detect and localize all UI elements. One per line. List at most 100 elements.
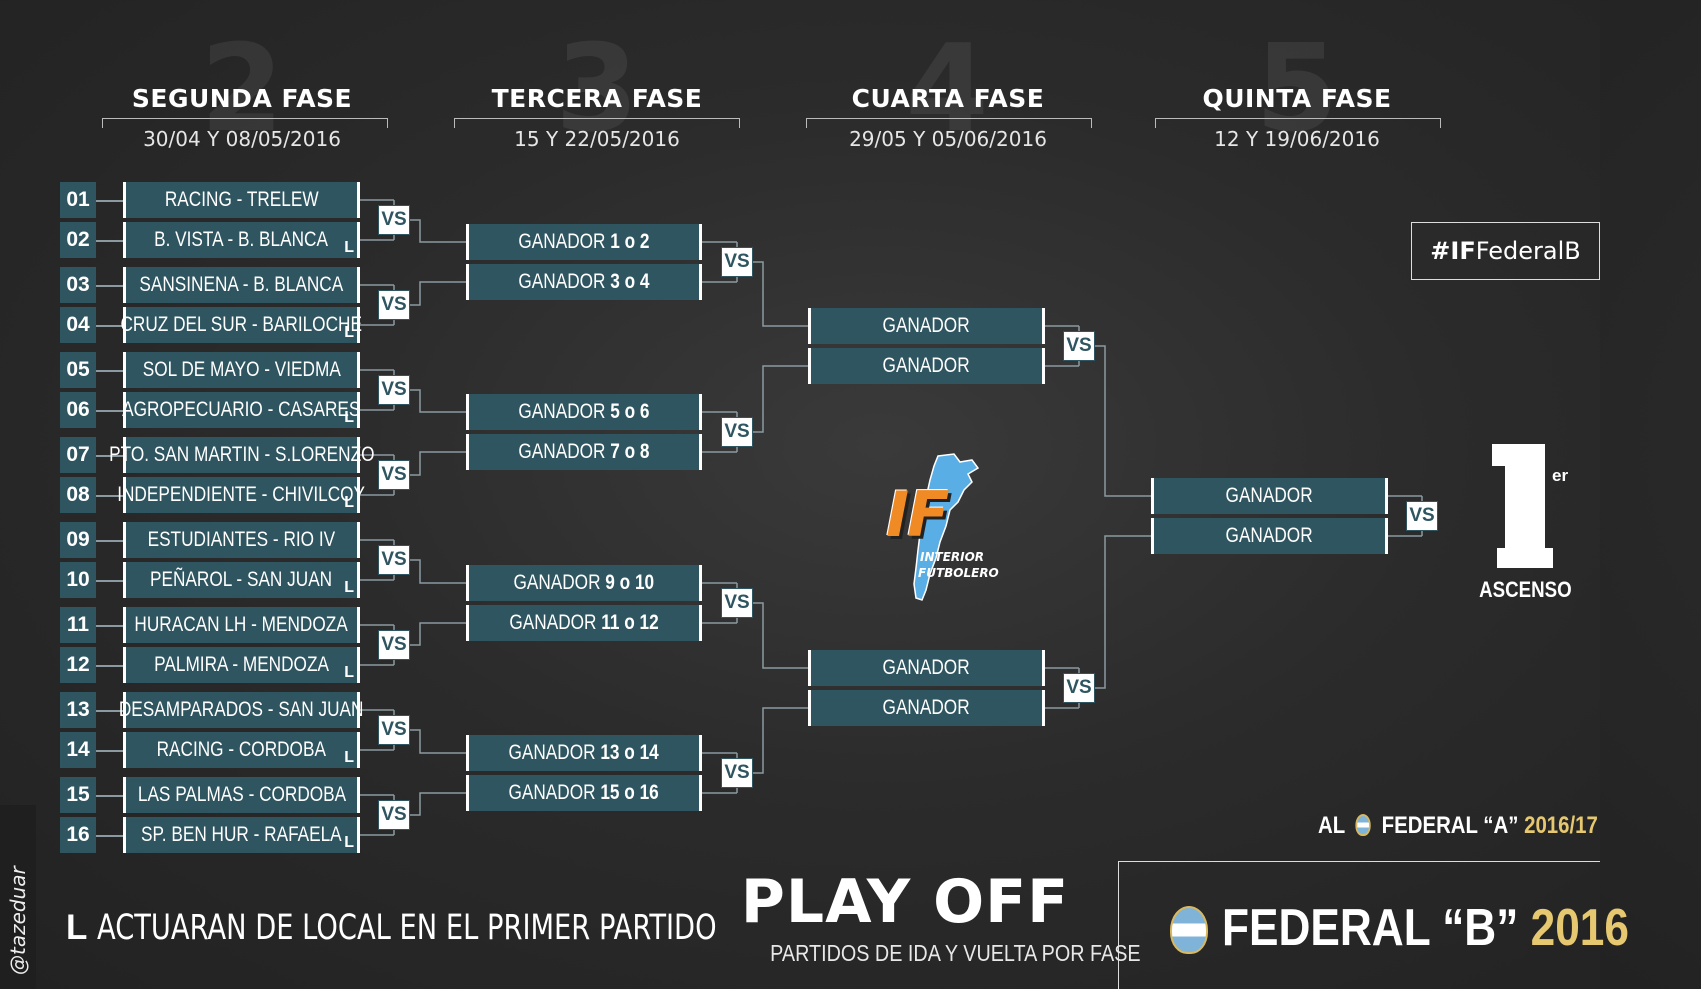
match-number: 07 — [60, 437, 96, 473]
match-box: GANADOR 11 o 12 — [466, 605, 702, 641]
match-number: 09 — [60, 522, 96, 558]
number-connector — [96, 795, 126, 797]
phase-number: 2 — [200, 20, 284, 159]
vs-marker: VS — [1063, 331, 1095, 361]
local-marker: L — [344, 664, 354, 681]
phase-number: 5 — [1255, 20, 1339, 159]
number-connector — [96, 625, 126, 627]
al-label: AL — [1318, 812, 1345, 839]
logo-text-line2: FUTBOLERO — [918, 566, 999, 580]
winner-a: 7 — [610, 440, 620, 463]
winner-b: 16 — [639, 781, 660, 804]
phase-title: QUINTA FASE — [1202, 84, 1392, 113]
winner-a: 1 — [610, 230, 620, 253]
winner-label: GANADOR — [1225, 484, 1314, 507]
winner-b: 8 — [639, 440, 650, 463]
vs-marker: VS — [378, 545, 410, 575]
vs-marker: VS — [378, 205, 410, 235]
number-connector — [96, 285, 126, 287]
winner-label: GANADOR — [882, 696, 971, 719]
match-box: GANADOR — [808, 308, 1045, 344]
winner-b: 4 — [639, 270, 650, 293]
phase-divider — [1155, 118, 1441, 128]
match-teams: SOL DE MAYO - VIEDMA — [142, 358, 341, 381]
match-number: 12 — [60, 647, 96, 683]
winner-or: o — [619, 230, 640, 253]
match-number: 04 — [60, 307, 96, 343]
vs-marker: VS — [721, 588, 753, 618]
winner-label: GANADOR 15 o 16 — [508, 781, 660, 804]
number-connector — [96, 750, 126, 752]
match-number: 13 — [60, 692, 96, 728]
afa-badge-icon — [1355, 814, 1371, 836]
phase-divider — [102, 118, 388, 128]
big-one-base — [1497, 548, 1553, 568]
phase-title: TERCERA FASE — [491, 84, 703, 113]
match-teams: CRUZ DEL SUR - BARILOCHE — [120, 313, 363, 336]
number-connector — [96, 540, 126, 542]
match-box: GANADOR 7 o 8 — [466, 434, 702, 470]
federal-b-name: FEDERAL “B” — [1222, 899, 1519, 957]
winner-label: GANADOR — [882, 354, 971, 377]
winner-label: GANADOR — [882, 314, 971, 337]
federal-b-year: 2016 — [1530, 899, 1629, 957]
phase-date: 15 Y 22/05/2016 — [514, 127, 680, 151]
number-connector — [96, 325, 126, 327]
winner-label: GANADOR 5 o 6 — [518, 400, 650, 423]
hashtag-rest: FederalB — [1475, 237, 1581, 265]
phase-number: 3 — [555, 20, 639, 159]
vs-marker: VS — [378, 375, 410, 405]
vs-marker: VS — [378, 715, 410, 745]
match-number: 16 — [60, 817, 96, 853]
federal-b-box — [1118, 861, 1600, 989]
local-marker: L — [344, 409, 354, 426]
number-connector — [96, 455, 126, 457]
match-teams: AGROPECUARIO - CASARES — [122, 398, 361, 421]
federal-a-name: FEDERAL “A” — [1381, 812, 1519, 839]
match-number: 01 — [60, 182, 96, 218]
match-number: 03 — [60, 267, 96, 303]
number-connector — [96, 580, 126, 582]
winner-or: o — [619, 270, 640, 293]
match-box: GANADOR 15 o 16 — [466, 775, 702, 811]
match-box: GANADOR — [808, 348, 1045, 384]
match-teams: PEÑAROL - SAN JUAN — [150, 568, 333, 591]
match-number: 05 — [60, 352, 96, 388]
vs-marker: VS — [1406, 501, 1438, 531]
promotion-suffix: er — [1552, 466, 1569, 485]
winner-label: GANADOR 1 o 2 — [518, 230, 650, 253]
vs-marker: VS — [378, 630, 410, 660]
winner-a: 9 — [605, 571, 616, 594]
interior-futbolero-logo: IF INTERIOR FUTBOLERO — [880, 450, 1020, 610]
winner-a: 13 — [600, 741, 620, 764]
phase-date: 12 Y 19/06/2016 — [1214, 127, 1380, 151]
match-number: 14 — [60, 732, 96, 768]
winner-b: 10 — [635, 571, 655, 594]
winner-or: o — [615, 571, 636, 594]
legend-text: ACTUARAN DE LOCAL EN EL PRIMER PARTIDO — [97, 908, 717, 948]
winner-b: 12 — [639, 611, 659, 634]
winner-label: GANADOR — [1225, 524, 1314, 547]
vs-marker: VS — [1063, 673, 1095, 703]
winner-label: GANADOR — [882, 656, 971, 679]
afa-badge-icon — [1170, 906, 1208, 954]
number-connector — [96, 710, 126, 712]
match-box: DESAMPARADOS - SAN JUAN — [119, 692, 364, 728]
vs-marker: VS — [721, 758, 753, 788]
match-teams: B. VISTA - B. BLANCA — [154, 228, 329, 251]
legend-letter: L — [66, 908, 88, 947]
match-box: GANADOR — [808, 690, 1045, 726]
match-number: 11 — [60, 607, 96, 643]
number-connector — [96, 665, 126, 667]
match-box: GANADOR 1 o 2 — [466, 224, 702, 260]
winner-label: GANADOR 7 o 8 — [518, 440, 650, 463]
big-one-stem — [1505, 444, 1545, 568]
local-marker: L — [344, 834, 354, 851]
winner-or: o — [619, 400, 640, 423]
number-connector — [96, 835, 126, 837]
match-box: ESTUDIANTES - RIO IV — [123, 522, 360, 558]
